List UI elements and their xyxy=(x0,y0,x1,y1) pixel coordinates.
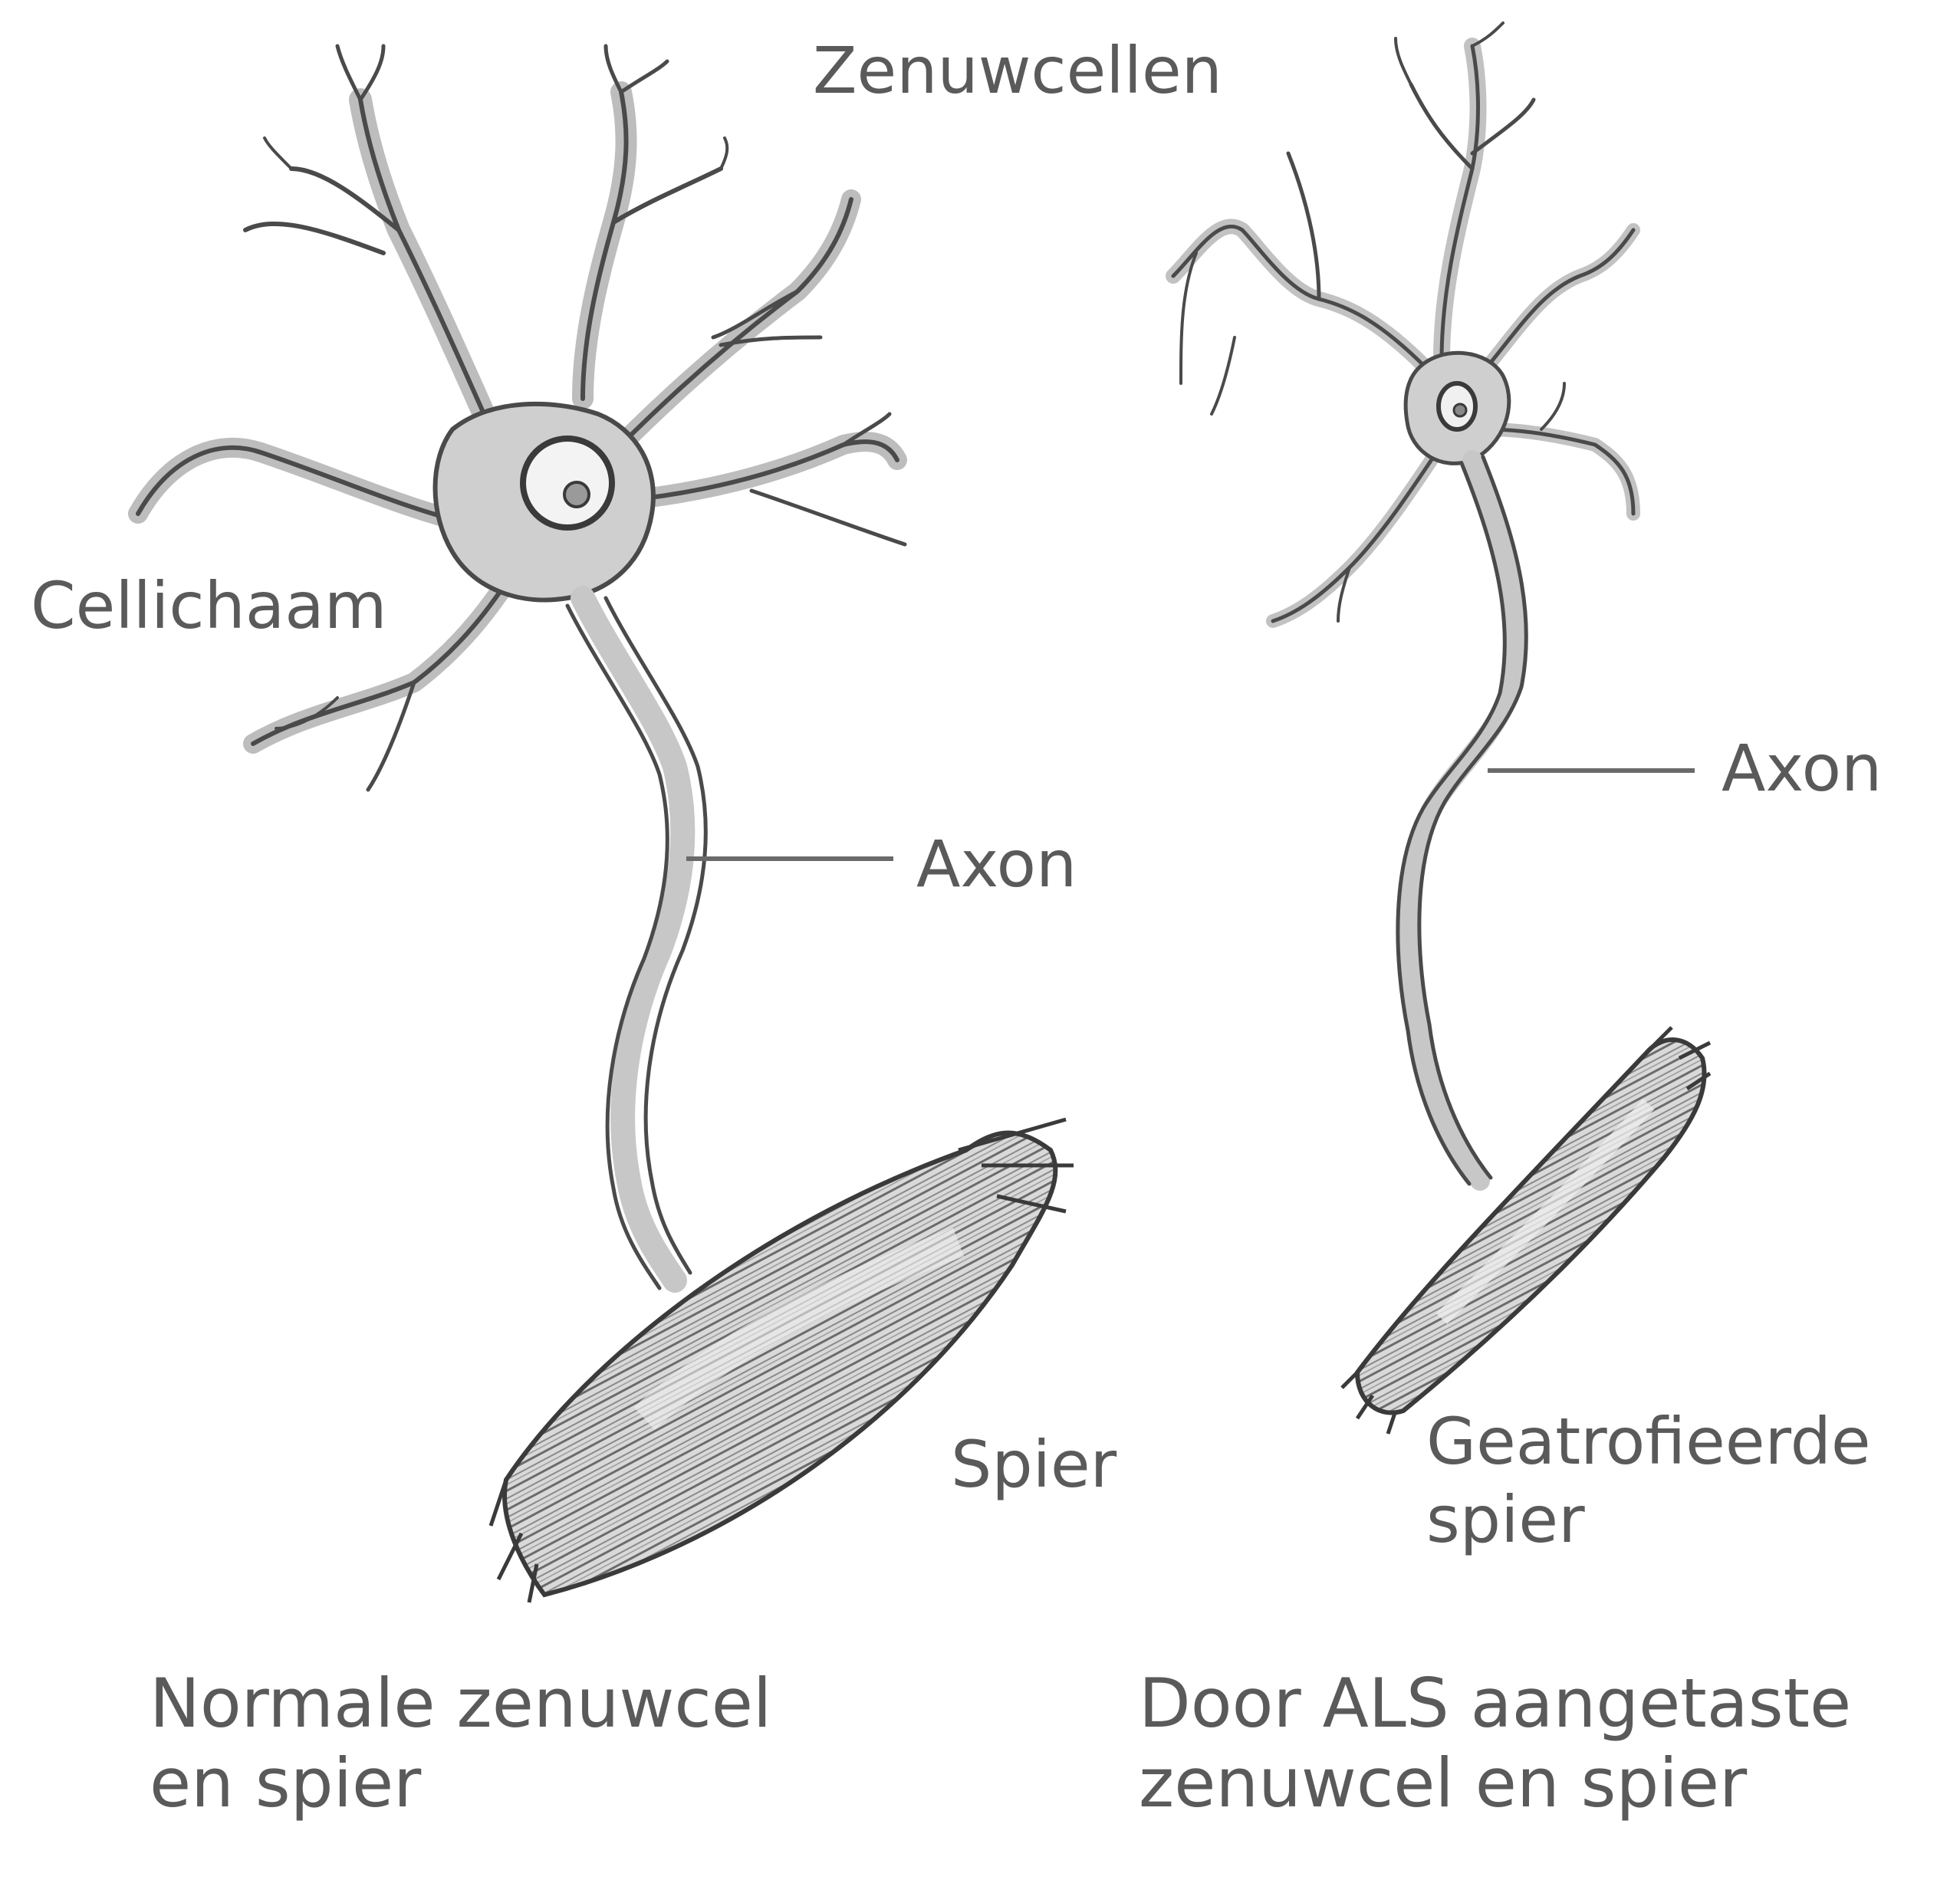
normal-caption: Normale zenuwcel en spier xyxy=(150,1664,916,1823)
als-caption-line1: Door ALS aangetaste xyxy=(1139,1664,1952,1744)
normal-caption-line1: Normale zenuwcel xyxy=(150,1664,916,1744)
normal-nucleolus xyxy=(564,482,589,507)
normal-caption-line2: en spier xyxy=(150,1744,916,1823)
als-caption: Door ALS aangetaste zenuwcel en spier xyxy=(1139,1664,1952,1823)
cell-body-label: Cellichaam xyxy=(31,574,387,638)
normal-nucleus xyxy=(523,439,612,528)
normal-axon xyxy=(567,598,705,1288)
als-muscle xyxy=(1342,1027,1710,1434)
diagram-title: Zenuwcellen xyxy=(813,38,1222,103)
als-axon-label: Axon xyxy=(1722,736,1882,800)
als-caption-line2: zenuwcel en spier xyxy=(1139,1744,1952,1823)
normal-muscle-label: Spier xyxy=(951,1432,1116,1497)
als-muscle-label-line1: Geatrofieerde xyxy=(1426,1409,1871,1474)
als-nucleolus xyxy=(1454,404,1466,416)
als-dendrites xyxy=(1173,23,1633,621)
normal-axon-label: Axon xyxy=(916,832,1077,896)
als-muscle-label-line2: spier xyxy=(1426,1487,1585,1552)
normal-neuron xyxy=(138,46,1074,1602)
als-axon xyxy=(1398,457,1527,1184)
normal-muscle xyxy=(491,1119,1074,1602)
als-neuron xyxy=(1173,23,1710,1434)
